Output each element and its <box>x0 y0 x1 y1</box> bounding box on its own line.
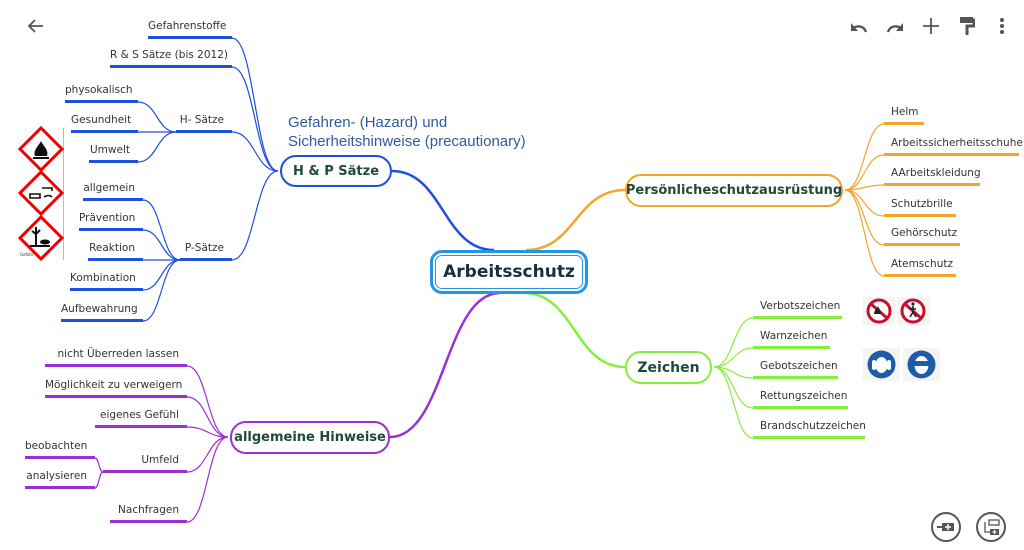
connector <box>186 436 229 523</box>
connector <box>844 123 885 191</box>
leaf-warnzeichen[interactable]: Warnzeichen <box>753 328 830 349</box>
image-divider <box>63 128 64 260</box>
leaf-gesundheit[interactable]: Gesundheit <box>71 112 138 133</box>
ghs-caption: Gefahr <box>20 252 34 257</box>
connector <box>186 396 229 438</box>
leaf-physokalisch[interactable]: physokalisch <box>65 82 138 103</box>
connector <box>231 170 279 261</box>
connector <box>142 259 181 322</box>
connector <box>231 37 279 172</box>
ear-protection-sign-icon <box>863 348 900 381</box>
connector <box>186 436 229 473</box>
leaf-reaktion[interactable]: Reaktion <box>88 240 143 261</box>
node-allgemeine-hinweise[interactable]: allgemeine Hinweise <box>230 421 390 454</box>
connector <box>94 457 104 473</box>
connector <box>523 291 626 369</box>
undo-icon[interactable] <box>847 15 871 39</box>
leaf-aufbewahrung[interactable]: Aufbewahrung <box>61 301 143 322</box>
leaf-atemschutz[interactable]: Atemschutz <box>884 256 956 277</box>
leaf-allgemein[interactable]: allgemein <box>83 180 143 201</box>
ghs-corrosive-icon <box>18 169 64 217</box>
leaf-moeglichkeit-verweigern[interactable]: Möglichkeit zu verweigern <box>45 377 187 398</box>
connector <box>142 229 181 261</box>
leaf-gebotszeichen[interactable]: Gebotszeichen <box>753 358 838 379</box>
redo-icon[interactable] <box>883 15 907 39</box>
leaf-nachfragen[interactable]: Nachfragen <box>110 502 187 523</box>
eye-protection-sign-icon <box>903 348 940 381</box>
connector <box>137 101 177 133</box>
leaf-praevention[interactable]: Prävention <box>79 210 143 231</box>
connector <box>713 366 754 439</box>
connector <box>844 189 885 277</box>
ghs-environment-icon <box>18 214 64 262</box>
connector <box>94 471 104 489</box>
leaf-brandschutzzeichen[interactable]: Brandschutzzeichen <box>753 418 866 439</box>
node-hp-saetze[interactable]: H & P Sätze <box>280 155 392 187</box>
more-options-icon[interactable] <box>991 14 1013 38</box>
leaf-analysieren[interactable]: analysieren <box>25 468 95 489</box>
leaf-arbeitssicherheitsschuhe[interactable]: Arbeitssicherheitsschuhe <box>884 135 1023 156</box>
connector <box>137 131 177 163</box>
connector <box>142 199 181 261</box>
node-umfeld[interactable]: Umfeld <box>103 452 187 473</box>
leaf-rs-saetze[interactable]: R & S Sätze (bis 2012) <box>110 47 232 68</box>
connector <box>231 131 279 172</box>
no-pedestrians-sign-icon <box>897 297 930 325</box>
add-child-node-button[interactable] <box>976 512 1006 542</box>
node-zeichen[interactable]: Zeichen <box>625 351 712 384</box>
no-fire-sign-icon <box>863 297 895 325</box>
connector <box>186 426 229 438</box>
ghs-pictograms <box>18 126 64 262</box>
note-line: Gefahren- (Hazard) und <box>288 114 448 131</box>
back-arrow-icon[interactable] <box>24 14 48 38</box>
connector <box>713 317 754 368</box>
leaf-verbotszeichen[interactable]: Verbotszeichen <box>753 298 842 319</box>
connector <box>844 189 885 246</box>
node-h-saetze[interactable]: H- Sätze <box>176 112 232 133</box>
leaf-schutzbrille[interactable]: Schutzbrille <box>884 196 956 217</box>
node-psa[interactable]: Persönlicheschutzausrüstung <box>625 174 843 207</box>
leaf-kombination[interactable]: Kombination <box>70 270 143 291</box>
paint-roller-icon[interactable] <box>955 14 979 38</box>
connector <box>389 291 501 439</box>
leaf-nicht-ueberreden[interactable]: nicht Überreden lassen <box>45 346 187 367</box>
leaf-gehoerschutz[interactable]: Gehörschutz <box>884 225 960 246</box>
node-p-saetze[interactable]: P-Sätze <box>180 240 232 261</box>
add-sibling-node-button[interactable] <box>931 512 961 542</box>
note-line: Sicherheitshinweise (precautionary) <box>288 133 526 150</box>
connector <box>186 365 229 438</box>
leaf-gefahrenstoffe[interactable]: Gefahrenstoffe <box>148 18 232 39</box>
leaf-helm[interactable]: Helm <box>884 104 924 125</box>
connector <box>844 184 885 191</box>
add-icon[interactable] <box>919 14 943 38</box>
connector <box>142 259 181 291</box>
central-node-arbeitsschutz[interactable]: Arbeitsschutz <box>430 250 588 294</box>
connector <box>844 154 885 191</box>
connector <box>231 66 279 172</box>
connector <box>525 188 626 252</box>
leaf-arbeitskleidung[interactable]: AArbeitskleidung <box>884 165 981 186</box>
connector <box>713 347 754 368</box>
leaf-rettungszeichen[interactable]: Rettungszeichen <box>753 388 848 409</box>
ghs-flame-icon <box>18 126 64 173</box>
leaf-eigenes-gefuehl[interactable]: eigenes Gefühl <box>95 407 187 428</box>
leaf-umwelt[interactable]: Umwelt <box>89 142 138 163</box>
leaf-beobachten[interactable]: beobachten <box>25 438 95 459</box>
connector <box>391 169 495 252</box>
